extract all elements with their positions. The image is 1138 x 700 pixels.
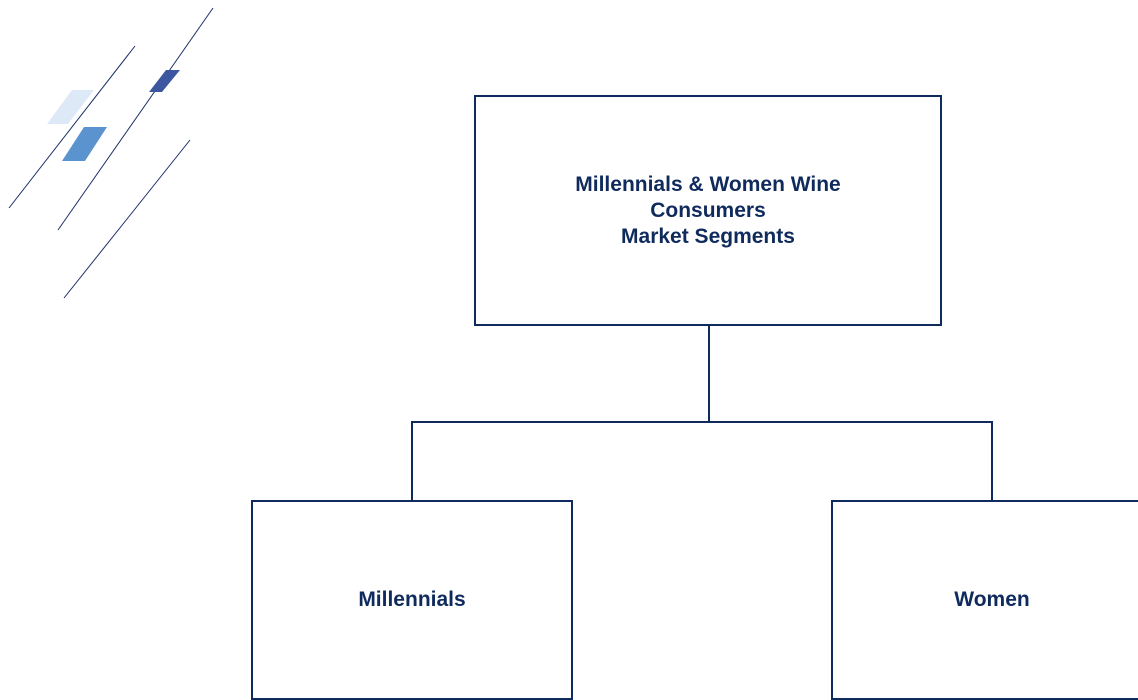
women-label: Women bbox=[954, 588, 1030, 611]
millennials-segment-box: Millennials bbox=[251, 500, 573, 700]
decor-line bbox=[63, 139, 191, 299]
decor-diamond-light bbox=[47, 90, 94, 124]
root-title-line-3: Market Segments bbox=[621, 224, 795, 248]
millennials-label: Millennials bbox=[358, 588, 466, 611]
decor-diamond-dark bbox=[149, 70, 180, 92]
root-title-line-2: Consumers bbox=[650, 198, 766, 222]
root-segment-box: Millennials & Women Wine Consumers Marke… bbox=[474, 95, 942, 326]
root-segment-title: Millennials & Women Wine Consumers Marke… bbox=[575, 172, 840, 250]
root-title-line-1: Millennials & Women Wine bbox=[575, 172, 841, 196]
decorative-stripes-graphic bbox=[8, 7, 214, 299]
decor-line bbox=[57, 7, 214, 231]
decor-diamond-mid bbox=[62, 127, 107, 161]
decor-line bbox=[8, 45, 136, 209]
women-segment-box: Women bbox=[831, 500, 1138, 700]
